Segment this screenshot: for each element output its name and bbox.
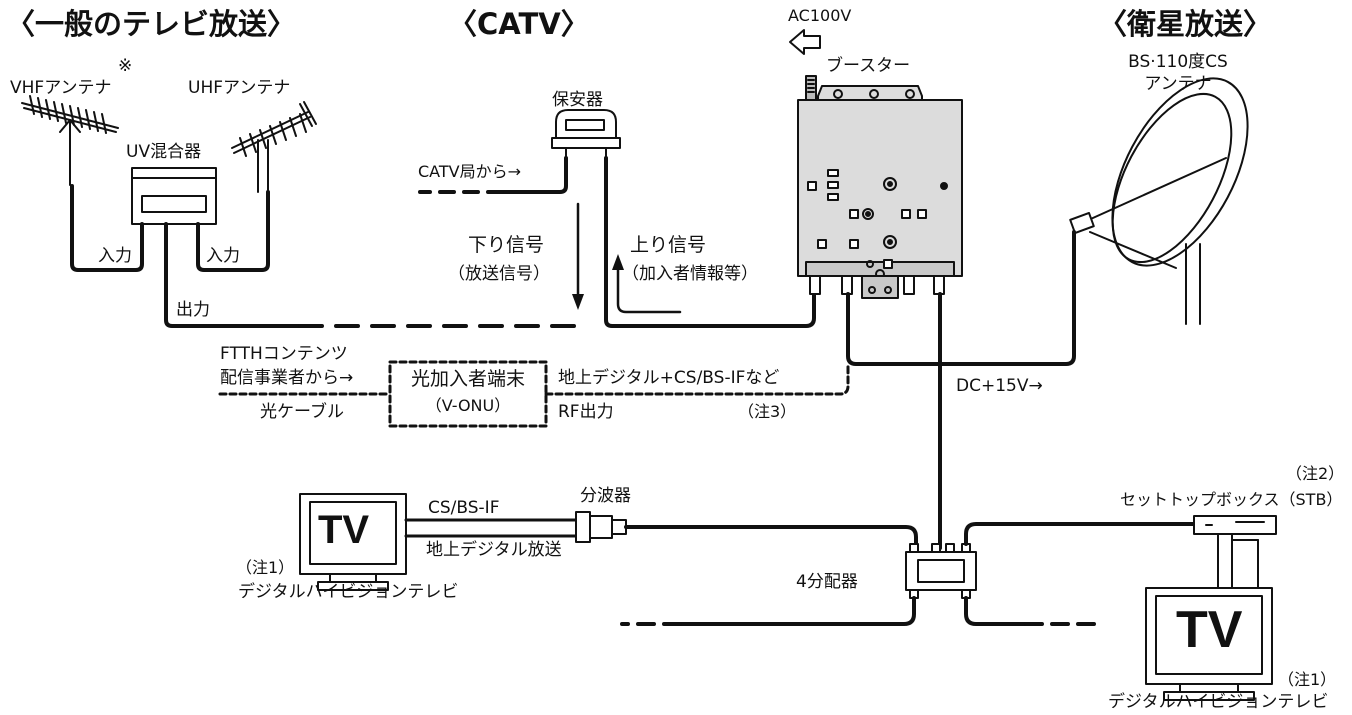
onu-output-dashed <box>544 364 850 396</box>
catv-protector-icon <box>551 109 621 161</box>
ftth-provider-label-2: 配信事業者から→ <box>220 368 354 388</box>
right-tv-caption: デジタルハイビジョンテレビ <box>1108 692 1329 712</box>
booster-icon <box>797 75 963 299</box>
onu-label: 光加入者端末 <box>410 368 525 390</box>
stb-label: セットトップボックス（STB） <box>1120 490 1343 509</box>
terrestrial-digital-label: 地上デジタル放送 <box>426 540 562 560</box>
uv-mixer-label: UV混合器 <box>126 142 202 162</box>
heading-catv: 〈CATV〉 <box>448 7 590 41</box>
vhf-antenna-label: VHFアンテナ <box>10 78 112 98</box>
up-signal-arrow <box>616 260 682 314</box>
catv-from-station-label: CATV局から→ <box>418 162 522 181</box>
satellite-dish-icon <box>1069 77 1249 325</box>
dc-power-label: DC+15V→ <box>956 376 1043 396</box>
uv-mixer-icon <box>131 167 217 225</box>
heading-terrestrial: 〈一般のテレビ放送〉 <box>6 7 297 41</box>
vhf-note-mark: ※ <box>118 56 133 76</box>
heading-satellite: 〈衛星放送〉 <box>1098 7 1273 41</box>
splitter-label: 分波器 <box>580 486 631 506</box>
terrestrial-cables <box>70 184 302 328</box>
left-tv-caption: デジタルハイビジョンテレビ <box>238 582 459 602</box>
satellite-cable <box>846 230 1076 366</box>
onu-model-label: （V-ONU） <box>425 396 511 415</box>
stb-note2-label: （注2） <box>1286 464 1345 483</box>
satellite-antenna-label-2: アンテナ <box>1144 74 1212 94</box>
input-left-label: 入力 <box>98 246 132 266</box>
ftth-provider-label-1: FTTHコンテンツ <box>220 344 348 364</box>
left-tv-screen-label: TV <box>318 508 370 552</box>
uhf-antenna-label: UHFアンテナ <box>188 78 291 98</box>
distributor-icon <box>905 543 977 599</box>
output-label: 出力 <box>176 300 210 320</box>
distributor-cables <box>678 522 1196 626</box>
ac-power-label: AC100V <box>788 6 852 25</box>
satellite-antenna-label-1: BS·110度CS <box>1128 52 1228 72</box>
right-tv-icon <box>1145 587 1273 701</box>
stb-icon <box>1193 515 1277 591</box>
left-tv-icon <box>299 493 407 591</box>
ac-power-arrow-icon <box>789 29 821 55</box>
distributor-label: 4分配器 <box>796 572 858 592</box>
rf-output-label: RF出力 <box>558 402 614 422</box>
protector-label: 保安器 <box>552 90 603 110</box>
uhf-antenna-icon <box>231 101 317 193</box>
vhf-antenna-icon <box>21 95 119 186</box>
up-signal-sub-label: （加入者情報等） <box>622 264 758 284</box>
right-tv-screen-label: TV <box>1176 601 1243 659</box>
input-right-label: 入力 <box>206 246 240 266</box>
splitter-icon <box>575 511 627 543</box>
left-tv-note1-label: （注1） <box>236 558 295 577</box>
splitter-cable <box>624 525 918 554</box>
optical-cable-label: 光ケーブル <box>260 402 344 422</box>
note3-label: （注3） <box>738 402 797 421</box>
booster-label: ブースター <box>826 56 911 76</box>
onu-output-desc-label: 地上デジタル+CS/BS-IFなど <box>558 368 780 388</box>
left-tv-cables <box>404 518 578 538</box>
catv-cables <box>500 156 816 328</box>
down-signal-label: 下り信号 <box>468 234 545 256</box>
down-signal-sub-label: （放送信号） <box>448 264 550 284</box>
up-signal-label: 上り信号 <box>630 234 707 256</box>
right-tv-note1-label: （注1） <box>1278 670 1337 689</box>
cs-bs-if-label: CS/BS-IF <box>428 498 500 518</box>
